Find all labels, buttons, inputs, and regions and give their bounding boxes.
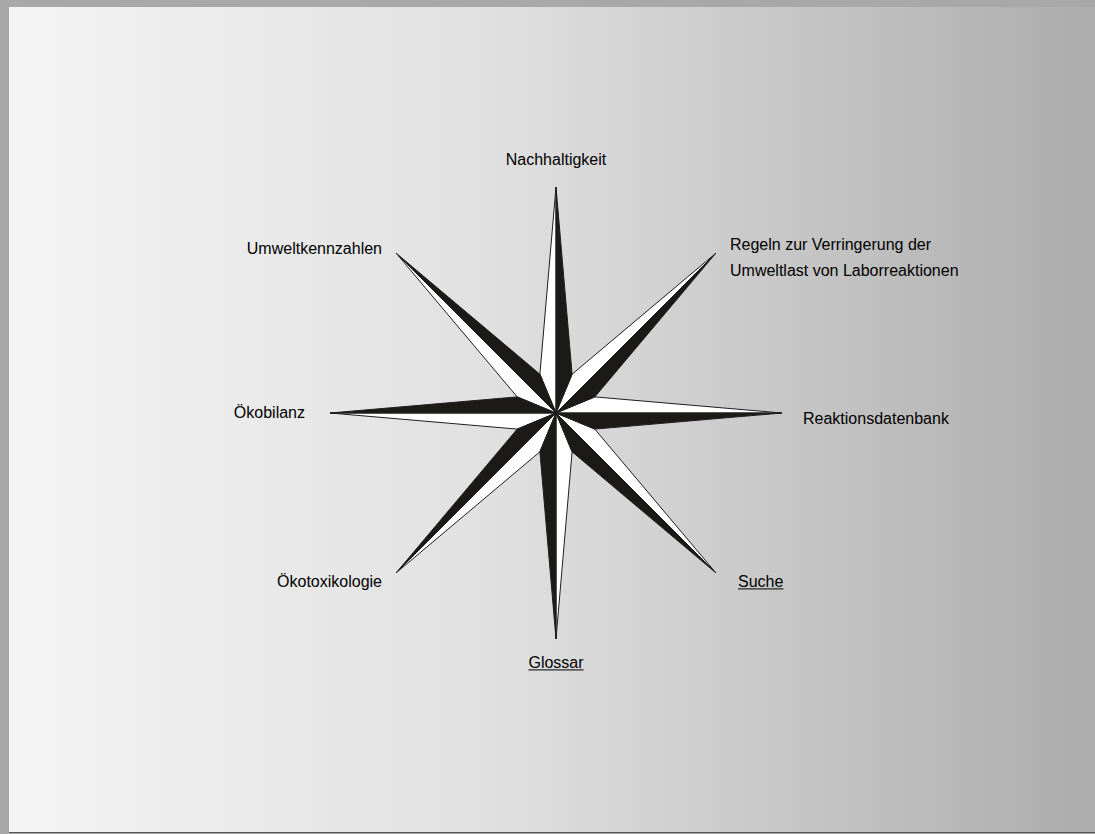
- direction-label: Ökobilanz: [234, 403, 305, 422]
- direction-label: Regeln zur Verringerung der Umweltlast v…: [730, 232, 995, 284]
- direction-label: Reaktionsdatenbank: [803, 409, 949, 428]
- link-label: Glossar: [528, 653, 583, 672]
- direction-label: Ökotoxikologie: [277, 572, 382, 591]
- bottom-rule: [9, 832, 1095, 833]
- direction-label: Nachhaltigkeit: [506, 150, 607, 169]
- direction-label: Umweltkennzahlen: [247, 239, 382, 258]
- background: [9, 7, 1095, 832]
- link-label: Suche: [738, 572, 783, 591]
- star: [330, 187, 782, 639]
